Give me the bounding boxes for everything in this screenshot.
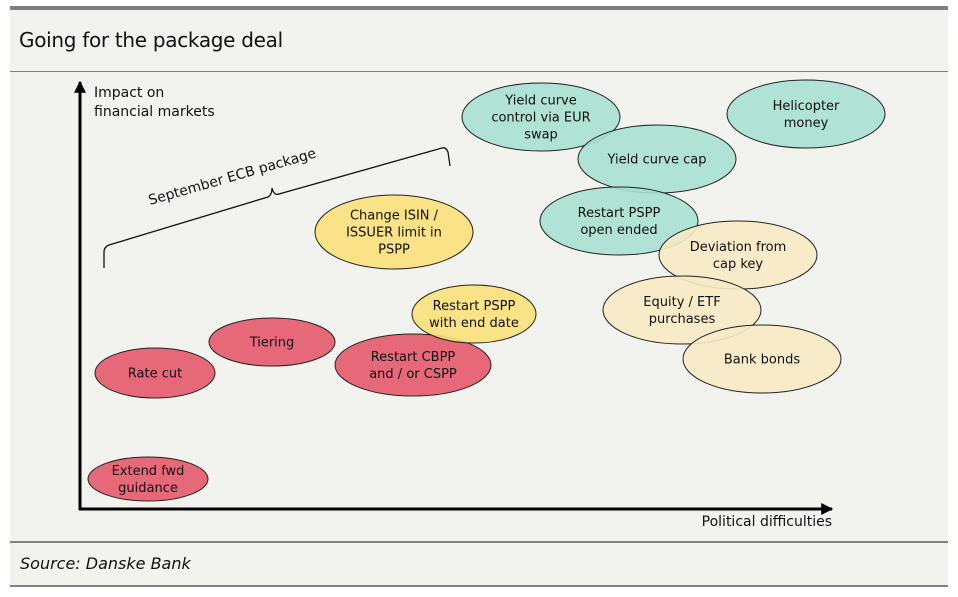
bubble-shape-yield-curve-control-eur-swap [461,82,621,152]
bubble-shape-restart-pspp-end-date [411,284,537,344]
bubble-change-isin-issuer-limit: Change ISIN / ISSUER limit in PSPP [314,194,474,270]
bubble-shape-helicopter-money [726,79,886,149]
y-axis-label-line-1: Impact on [94,85,164,101]
bubble-label-yield-curve-control-eur-swap: Yield curve [504,94,577,109]
bubble-bank-bonds: Bank bonds [682,324,842,394]
bubble-shape-restart-pspp-open-ended [539,186,699,256]
bubble-label-extend-fwd-guidance: guidance [118,481,178,496]
bubble-yield-curve-cap: Yield curve cap [577,124,737,194]
bubble-label-rate-cut: Rate cut [128,367,182,382]
bubble-label-deviation-from-cap-key: Deviation from [690,240,787,255]
top-bar [10,6,948,10]
bubble-label-tiering: Tiering [249,336,295,351]
source-divider-bottom [10,585,948,587]
bubble-label-helicopter-money: money [784,116,829,131]
bubble-label-change-isin-issuer-limit: Change ISIN / [350,209,439,224]
bubble-shape-equity-etf-purchases [602,275,762,345]
bubble-label-yield-curve-control-eur-swap: control via EUR [491,111,590,126]
bubble-label-equity-etf-purchases: purchases [649,312,716,327]
bubble-extend-fwd-guidance: Extend fwd guidance [87,456,209,502]
bubble-label-helicopter-money: Helicopter [773,99,840,114]
bubble-label-change-isin-issuer-limit: PSPP [378,243,410,258]
y-axis-label-line-2: financial markets [94,104,215,120]
bubble-label-yield-curve-cap: Yield curve cap [606,153,706,168]
bubble-label-restart-pspp-open-ended: open ended [580,223,657,238]
bubble-tiering: Tiering [208,317,336,367]
september-package-label: September ECB package [147,146,318,209]
bubble-label-restart-cbpp-cspp: and / or CSPP [369,367,457,382]
chart-title: Going for the package deal [19,28,283,52]
bubble-label-yield-curve-control-eur-swap: swap [524,128,558,143]
bubble-helicopter-money: Helicopter money [726,79,886,149]
bubble-rate-cut: Rate cut [94,347,216,399]
bubble-restart-pspp-open-ended: Restart PSPP open ended [539,186,699,256]
source-note: Source: Danske Bank [20,554,191,573]
bubble-label-restart-cbpp-cspp: Restart CBPP [371,350,456,365]
bubble-label-equity-etf-purchases: Equity / ETF [643,295,720,310]
bubble-label-change-isin-issuer-limit: ISSUER limit in [346,226,442,241]
source-divider-top [10,541,948,543]
bubble-yield-curve-control-eur-swap: Yield curve control via EUR swap [461,82,621,152]
bubble-shape-rate-cut [94,347,216,399]
title-divider [10,71,948,72]
bubble-shape-tiering [208,317,336,367]
bubble-label-deviation-from-cap-key: cap key [713,257,764,272]
bubble-label-restart-pspp-end-date: Restart PSPP [433,299,516,314]
bubble-label-restart-pspp-end-date: with end date [429,316,519,331]
bubble-label-restart-pspp-open-ended: Restart PSPP [578,206,661,221]
bubble-shape-extend-fwd-guidance [87,456,209,502]
bubble-restart-pspp-end-date: Restart PSPP with end date [411,284,537,344]
bubble-label-extend-fwd-guidance: Extend fwd [112,464,185,479]
bubble-shape-restart-cbpp-cspp [334,333,492,397]
bubble-restart-cbpp-cspp: Restart CBPP and / or CSPP [334,333,492,397]
bubble-shape-change-isin-issuer-limit [314,194,474,270]
bubble-shape-bank-bonds [682,324,842,394]
september-package-bracket [103,147,451,268]
bubble-label-bank-bonds: Bank bonds [724,353,800,368]
x-axis-label: Political difficulties [702,514,832,530]
bubble-equity-etf-purchases: Equity / ETF purchases [602,275,762,345]
